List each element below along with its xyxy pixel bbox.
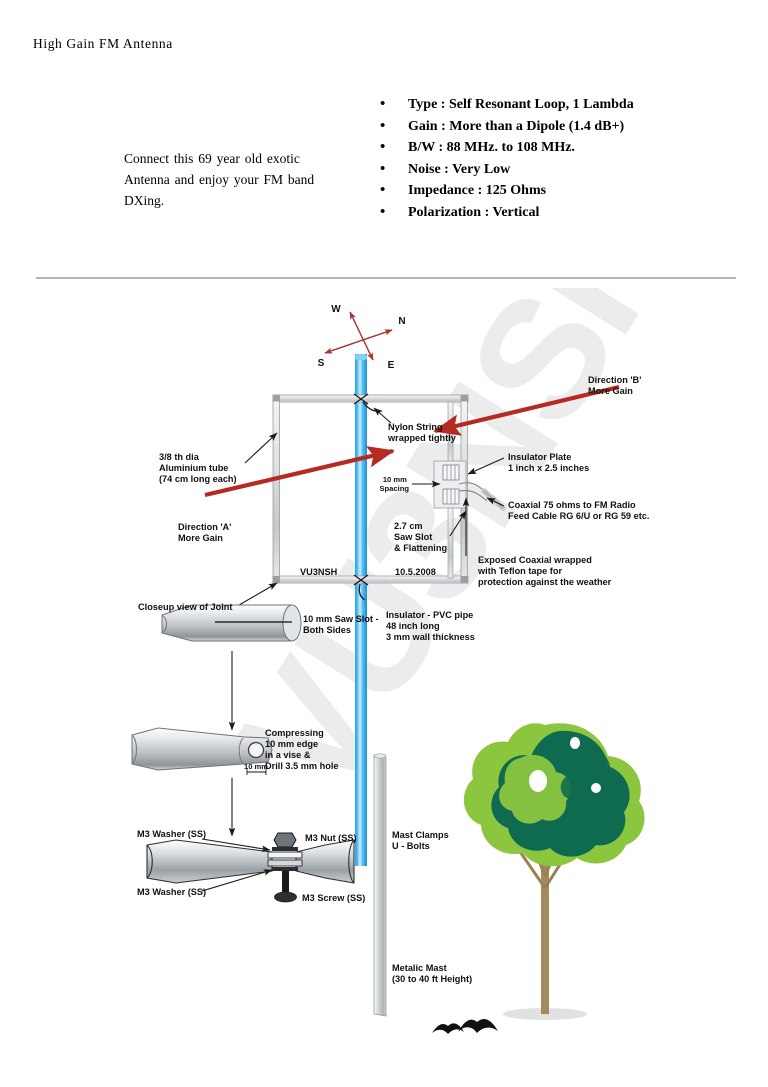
label-coaxial-feed: Coaxial 75 ohms to FM Radio Feed Cable R… bbox=[508, 500, 649, 521]
label-dim-10mm: 10 mm bbox=[244, 762, 268, 771]
joint-closeup-tube bbox=[161, 604, 302, 642]
direction-arrow-a bbox=[204, 446, 396, 498]
birds-flock bbox=[432, 1019, 498, 1034]
spec-item-impedance: • Impedance : 125 Ohms bbox=[372, 181, 637, 202]
label-aluminium-tube: 3/8 th dia Aluminium tube (74 cm long ea… bbox=[159, 452, 237, 484]
spec-item-bandwidth: • B/W : 88 MHz. to 108 MHz. bbox=[372, 138, 637, 159]
compass-label-w: W bbox=[331, 304, 341, 315]
bird-icon bbox=[458, 1019, 498, 1033]
compass-label-e: E bbox=[388, 360, 395, 371]
spec-item-label: Impedance : 125 Ohms bbox=[408, 183, 547, 198]
label-compressing: Compressing 10 mm edge in a vise & Drill… bbox=[265, 728, 339, 771]
label-insulator-plate: Insulator Plate 1 inch x 2.5 inches bbox=[508, 452, 589, 473]
compass-label-s: S bbox=[318, 358, 325, 369]
metalic-mast bbox=[373, 753, 387, 1017]
tree-illustration bbox=[463, 723, 645, 1020]
label-washer-top: M3 Washer (SS) bbox=[137, 829, 206, 839]
antenna-diagram: VU3NSH W N S E bbox=[0, 288, 768, 1048]
label-metalic-mast: Metalic Mast (30 to 40 ft Height) bbox=[392, 963, 472, 984]
direction-arrow-b bbox=[432, 384, 620, 436]
spec-item-type: • Type : Self Resonant Loop, 1 Lambda bbox=[372, 95, 637, 116]
spec-item-label: Type : Self Resonant Loop, 1 Lambda bbox=[408, 97, 634, 112]
label-screw: M3 Screw (SS) bbox=[302, 893, 365, 903]
nylon-string-knot-bottom bbox=[353, 574, 369, 601]
hardware-leader-lines bbox=[201, 838, 273, 892]
label-callsign: VU3NSH bbox=[300, 567, 338, 577]
leader-lines bbox=[228, 407, 505, 837]
tree-foliage bbox=[463, 723, 645, 867]
label-date: 10.5.2008 bbox=[395, 567, 436, 577]
label-exposed-coaxial: Exposed Coaxial wrapped with Teflon tape… bbox=[477, 555, 612, 587]
header-divider bbox=[36, 277, 736, 279]
label-direction-b: Direction 'B' More Gain bbox=[588, 375, 644, 396]
label-washer-bottom: M3 Washer (SS) bbox=[137, 887, 206, 897]
page-title: High Gain FM Antenna bbox=[33, 36, 173, 51]
label-nut: M3 Nut (SS) bbox=[305, 833, 357, 843]
specs-list: • Type : Self Resonant Loop, 1 Lambda • … bbox=[372, 95, 637, 224]
spec-item-gain: • Gain : More than a Dipole (1.4 dB+) bbox=[372, 117, 637, 138]
spec-item-label: B/W : 88 MHz. to 108 MHz. bbox=[408, 140, 575, 155]
label-nylon-string: Nylon String wrapped tightly bbox=[387, 422, 457, 443]
intro-paragraph: Connect this 69 year old exotic Antenna … bbox=[124, 151, 315, 208]
pvc-insulator-pipe bbox=[355, 354, 367, 866]
bullet-icon: • bbox=[380, 160, 386, 177]
compass-label-n: N bbox=[398, 316, 405, 327]
spec-item-label: Polarization : Vertical bbox=[408, 204, 540, 220]
flattened-tube-with-hole bbox=[131, 727, 273, 775]
bolted-joint-assembly bbox=[146, 832, 355, 903]
label-saw-slot-flattening: 2.7 cm Saw Slot & Flattening bbox=[394, 521, 447, 553]
label-direction-a: Direction 'A' More Gain bbox=[178, 522, 234, 543]
label-mast-clamps: Mast Clamps U - Bolts bbox=[392, 830, 451, 851]
label-closeup-joint: Closeup view of Joint bbox=[138, 602, 232, 612]
bullet-icon: • bbox=[380, 139, 386, 155]
spec-item-label: Gain : More than a Dipole (1.4 dB+) bbox=[408, 118, 625, 134]
compass-rose: W N S E bbox=[318, 304, 406, 371]
spec-item-polarization: • Polarization : Vertical bbox=[372, 203, 637, 224]
label-insulator-pvc: Insulator - PVC pipe 48 inch long 3 mm w… bbox=[386, 610, 476, 642]
label-10mm-spacing: 10 mm Spacing bbox=[379, 475, 409, 493]
bullet-icon: • bbox=[380, 203, 386, 220]
bird-icon bbox=[432, 1023, 464, 1034]
diagram-labels: Nylon String wrapped tightly 3/8 th dia … bbox=[137, 375, 649, 984]
spec-item-noise: • Noise : Very Low bbox=[372, 160, 637, 181]
label-saw-slot-both-sides: 10 mm Saw Slot - Both Sides bbox=[303, 614, 381, 635]
bullet-icon: • bbox=[380, 117, 386, 134]
bullet-icon: • bbox=[380, 96, 386, 112]
spec-item-label: Noise : Very Low bbox=[408, 161, 511, 177]
bullet-icon: • bbox=[380, 182, 386, 198]
